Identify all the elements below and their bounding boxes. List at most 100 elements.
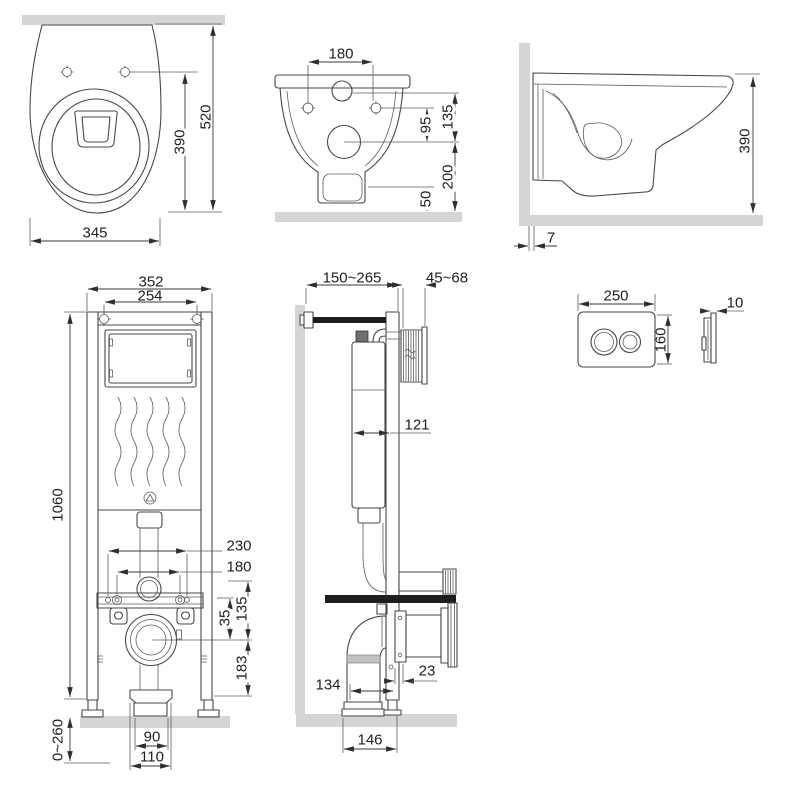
- toilet-body-outline: [29, 24, 162, 214]
- dim-install-depth-150-265: 150~265: [305, 270, 399, 311]
- dim-label-352: 352: [138, 274, 163, 291]
- dim-stud-spacing-180: 180: [116, 559, 252, 594]
- dim-plate-width-250: 250: [577, 288, 656, 311]
- dim-label-1060: 1060: [50, 488, 67, 521]
- dim-label-35: 35: [217, 610, 234, 627]
- dim-leg-range-0-260: 0~260: [50, 717, 110, 764]
- drain-stub: [133, 702, 168, 717]
- dim-base-depth-146: 146: [342, 716, 398, 753]
- dim-label-121: 121: [404, 417, 429, 434]
- pipe-fitting: [136, 511, 163, 529]
- drain-plate: [394, 610, 407, 663]
- big-flush-button: [590, 328, 618, 356]
- drain-flange: [440, 607, 449, 664]
- dim-label-95: 95: [418, 117, 435, 134]
- frame-side-view: 150~265 45~68 121 23 134 146: [295, 270, 468, 753]
- wall: [295, 305, 305, 714]
- small-flush-button: [618, 330, 642, 354]
- cistern-tank: [351, 341, 386, 509]
- drain-connector: [405, 614, 442, 658]
- top-bolt-right: [190, 312, 204, 326]
- dim-label-134: 134: [315, 677, 340, 694]
- window-clips: [109, 338, 191, 378]
- flush-connector-ribs: [442, 568, 457, 595]
- mounting-hole-right: [118, 65, 132, 79]
- dim-label-50: 50: [418, 191, 435, 208]
- brand-logo-icon: [143, 491, 157, 505]
- dim-label-23: 23: [419, 663, 436, 680]
- dim-label-520: 520: [198, 104, 215, 129]
- seal-ring: [346, 654, 381, 664]
- flush-insert-outer: [74, 110, 118, 148]
- fill-valve-cap: [355, 330, 369, 343]
- dim-outlet-width-90: 90: [134, 718, 169, 750]
- toilet-front-view: 180 135 95 200 50: [274, 46, 462, 222]
- rail-foot: [387, 699, 398, 711]
- frame-rail-left: [86, 311, 99, 701]
- dim-tank-depth-121: 121: [353, 417, 431, 436]
- bellows-mark: [404, 348, 416, 360]
- dim-label-230: 230: [226, 538, 251, 555]
- mounting-crossbar: [96, 592, 204, 609]
- dim-label-0-260: 0~260: [50, 719, 67, 761]
- drain-pipe: [139, 665, 159, 690]
- elbow-flange-lower: [341, 708, 385, 717]
- dim-label-183: 183: [234, 655, 251, 680]
- bowl-inner-line-left: [286, 90, 319, 167]
- dim-label-10: 10: [727, 295, 744, 312]
- pedestal-inner: [322, 173, 363, 202]
- dim-label-345: 345: [82, 225, 107, 242]
- support-bracket-bar: [325, 595, 456, 603]
- dim-label-200: 200: [440, 164, 457, 189]
- dim-23: 23: [384, 663, 437, 684]
- access-window-outer: [104, 329, 197, 388]
- dim-95: 95: [415, 108, 438, 142]
- dim-label-160: 160: [653, 327, 670, 352]
- flush-plate-view: 250 160 10: [577, 288, 744, 368]
- dim-plate-thickness-10: 10: [700, 295, 744, 314]
- dim-label-146: 146: [357, 732, 382, 749]
- rim-inner-line: [533, 83, 728, 88]
- toilet-body-outline: [279, 87, 404, 204]
- plate-clip: [701, 336, 707, 351]
- dim-base-width-110: 110: [129, 703, 172, 770]
- dim-anchor-spacing-230: 230: [107, 538, 252, 596]
- flush-insert-inner: [81, 116, 111, 143]
- drain-tab: [176, 629, 182, 640]
- mounting-plate-lines: [537, 84, 544, 180]
- bracket-tabs: [109, 607, 195, 625]
- dim-plate-height-160: 160: [653, 314, 672, 365]
- dim-frame-height-1060: 1060: [50, 311, 86, 700]
- mounting-hole-left: [60, 65, 74, 79]
- mounting-hole-right: [369, 101, 383, 115]
- crossbar-holes: [105, 595, 190, 605]
- frame-front-view: 352 254 1060 230 180 35: [50, 274, 254, 770]
- dim-frame-width-352: 352: [86, 274, 213, 311]
- dim-183: 183: [231, 640, 254, 696]
- rail-foot-plate: [383, 709, 402, 716]
- dim-135: 135: [437, 93, 460, 142]
- bowl-inner-line-right: [364, 90, 397, 167]
- dim-label-390: 390: [172, 129, 189, 154]
- dim-label-45-68: 45~68: [426, 270, 468, 287]
- tank-elbow: [372, 328, 387, 343]
- dim-label-254: 254: [137, 288, 162, 305]
- rod-anchor: [303, 311, 314, 329]
- toilet-top-view: 520 390 345: [22, 15, 225, 246]
- wall-support-rod: [313, 317, 386, 323]
- plate-profile: [710, 312, 717, 364]
- seat-ring: [38, 88, 150, 204]
- dim-label-180: 180: [328, 46, 353, 63]
- dim-label-7: 7: [547, 230, 555, 247]
- toilet-profile-outline: [532, 72, 734, 197]
- bowl-curve-inner: [552, 92, 578, 134]
- dim-hole-spacing-180: 180: [307, 46, 374, 101]
- dim-bolt-spacing-254: 254: [103, 288, 198, 314]
- frame-rail-right: [200, 311, 213, 701]
- flush-inlet-hole: [331, 80, 353, 102]
- rail-bracket: [376, 603, 388, 615]
- floor: [296, 714, 457, 727]
- dim-overall-depth-520: 520: [198, 25, 216, 211]
- floor: [519, 215, 763, 226]
